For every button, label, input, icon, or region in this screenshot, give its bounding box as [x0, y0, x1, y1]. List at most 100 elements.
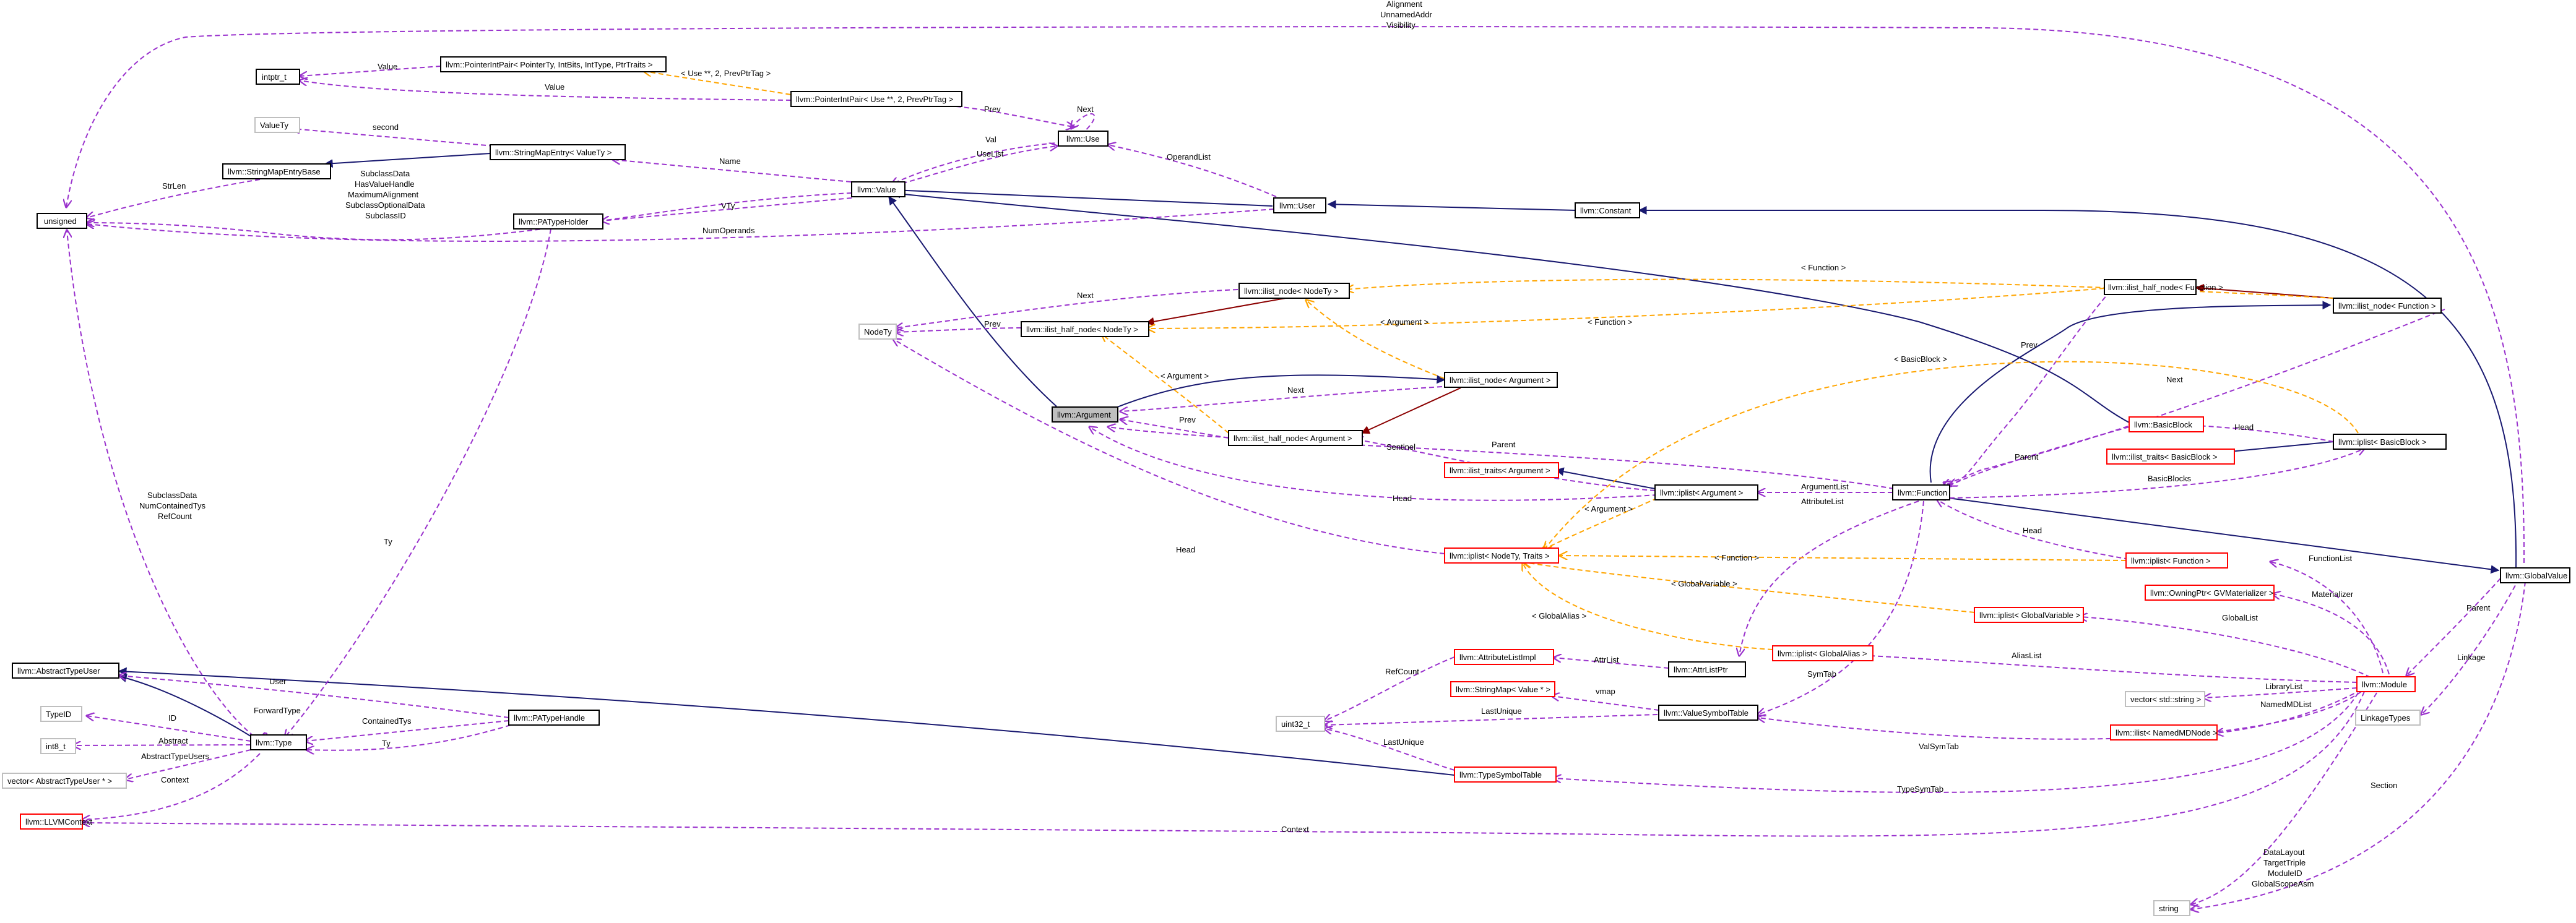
node-int8[interactable]: int8_t: [40, 738, 76, 754]
label-val: Val: [985, 135, 996, 144]
inherit-type-abstracttypeuser: [118, 674, 251, 737]
node-ilist-half-node-nodety[interactable]: llvm::ilist_half_node< NodeTy >: [1021, 321, 1149, 337]
node-pointerintpair-generic[interactable]: llvm::PointerIntPair< PointerTy, IntBits…: [440, 56, 667, 72]
label-head-nodety: Head: [1176, 545, 1195, 554]
label-next-use: Next: [1077, 105, 1094, 114]
node-iplist-globalvariable[interactable]: llvm::iplist< GlobalVariable >: [1974, 607, 2084, 623]
svg-text:LinkageTypes: LinkageTypes: [2361, 713, 2411, 723]
usage-parent-basicblock: [1950, 426, 2130, 486]
node-abstracttypeuser[interactable]: llvm::AbstractTypeUser: [12, 663, 119, 679]
label-numcontainedtys: NumContainedTys: [139, 501, 205, 510]
node-vector-abstracttypeuser[interactable]: vector< AbstractTypeUser * >: [2, 773, 127, 789]
label-prev-function: Prev: [2021, 340, 2038, 350]
usage-use-prev: [956, 106, 1074, 127]
svg-text:llvm::iplist< Function >: llvm::iplist< Function >: [2131, 556, 2211, 565]
usage-module-string: [2191, 692, 2377, 904]
node-llvmcontext[interactable]: llvm::LLVMContext: [20, 814, 93, 830]
node-ilist-half-node-function[interactable]: llvm::ilist_half_node< Function >: [2104, 279, 2223, 295]
node-intptr[interactable]: intptr_t: [256, 69, 300, 85]
svg-text:ValueTy: ValueTy: [260, 121, 289, 130]
node-iplist-function[interactable]: llvm::iplist< Function >: [2125, 552, 2228, 569]
node-ilist-traits-basicblock[interactable]: llvm::ilist_traits< BasicBlock >: [2106, 449, 2235, 465]
label-parent-argument: Parent: [1492, 440, 1516, 449]
node-ilist-traits-argument[interactable]: llvm::ilist_traits< Argument >: [1444, 462, 1559, 478]
inherit-function-ilist-node-function: [1929, 301, 2332, 483]
node-argument[interactable]: llvm::Argument: [1052, 406, 1118, 423]
label-globalvariable-tmpl: < GlobalVariable >: [1671, 579, 1737, 588]
usage-basicblocks: [1949, 449, 2364, 499]
node-typesymboltable[interactable]: llvm::TypeSymbolTable: [1454, 766, 1557, 783]
node-value[interactable]: llvm::Value: [851, 181, 905, 197]
node-iplist-argument[interactable]: llvm::iplist< Argument >: [1654, 484, 1758, 500]
label-basicblocks: BasicBlocks: [2148, 474, 2192, 483]
label-prev-nodety: Prev: [984, 319, 1001, 328]
node-ilist-node-function[interactable]: llvm::ilist_node< Function >: [2333, 298, 2442, 314]
usage-vty: [602, 197, 852, 221]
label-alignment: Alignment: [1386, 0, 1422, 9]
node-patypeholder[interactable]: llvm::PATypeHolder: [513, 213, 603, 230]
node-constant[interactable]: llvm::Constant: [1575, 202, 1640, 218]
label-uselist: UseList: [977, 149, 1004, 158]
node-function[interactable]: llvm::Function: [1892, 484, 1950, 500]
edge-labels-layer: Alignment UnnamedAddr Visibility Value V…: [139, 0, 2491, 888]
node-stringmapentrybase[interactable]: llvm::StringMapEntryBase: [222, 163, 331, 179]
svg-text:llvm::ilist< NamedMDNode >: llvm::ilist< NamedMDNode >: [2116, 728, 2218, 737]
label-moduleid: ModuleID: [2268, 869, 2302, 878]
node-linkagetypes[interactable]: LinkageTypes: [2355, 710, 2421, 726]
node-owningptr[interactable]: llvm::OwningPtr< GVMaterializer >: [2145, 585, 2275, 601]
svg-text:uint32_t: uint32_t: [1281, 719, 1310, 729]
node-patypehandle[interactable]: llvm::PATypeHandle: [508, 710, 600, 726]
node-type[interactable]: llvm::Type: [250, 734, 307, 750]
node-stringmap-value[interactable]: llvm::StringMap< Value * >: [1450, 681, 1555, 697]
node-iplist-basicblock[interactable]: llvm::iplist< BasicBlock >: [2333, 434, 2447, 450]
label-datalayout: DataLayout: [2263, 848, 2305, 857]
usage-head-nodety: [893, 339, 1445, 554]
svg-text:llvm::AbstractTypeUser: llvm::AbstractTypeUser: [17, 666, 100, 676]
svg-text:llvm::TypeSymbolTable: llvm::TypeSymbolTable: [1459, 770, 1542, 779]
usage-materializer: [2273, 594, 2390, 675]
label-head-argument: Head: [1393, 494, 1412, 503]
node-iplist-nodety-traits[interactable]: llvm::iplist< NodeTy, Traits >: [1444, 547, 1559, 564]
node-globalvalue[interactable]: llvm::GlobalValue: [2500, 567, 2570, 583]
node-ilist-half-node-argument[interactable]: llvm::ilist_half_node< Argument >: [1228, 430, 1363, 446]
inherit-ilistnode-function-half: [2195, 283, 2334, 299]
svg-text:llvm::iplist< NodeTy, Traits >: llvm::iplist< NodeTy, Traits >: [1450, 551, 1550, 560]
node-typeid[interactable]: TypeID: [40, 706, 82, 722]
node-stringmapentry[interactable]: llvm::StringMapEntry< ValueTy >: [490, 144, 626, 160]
svg-text:llvm::ilist_traits< BasicBlock: llvm::ilist_traits< BasicBlock >: [2112, 452, 2218, 462]
inherit-ilistnode-nodety-half: [1145, 298, 1286, 326]
node-iplist-globalalias[interactable]: llvm::iplist< GlobalAlias >: [1772, 645, 1874, 661]
usage-function-next: [1943, 309, 2445, 486]
nodes-layer: llvm::PointerIntPair< PointerTy, IntBits…: [2, 56, 2570, 916]
node-basicblock[interactable]: llvm::BasicBlock: [2129, 416, 2204, 432]
node-string[interactable]: string: [2153, 900, 2190, 916]
label-lastunique-tst: LastUnique: [1383, 737, 1424, 747]
node-valuesymboltable[interactable]: llvm::ValueSymbolTable: [1658, 705, 1758, 721]
node-use[interactable]: llvm::Use: [1058, 131, 1109, 147]
usage-prev-argument: [1120, 419, 1229, 439]
node-module[interactable]: llvm::Module: [2356, 676, 2416, 692]
tmpl-basicblock-iplist: [1544, 361, 2359, 549]
svg-text:llvm::iplist< BasicBlock >: llvm::iplist< BasicBlock >: [2338, 437, 2426, 447]
node-nodety[interactable]: NodeTy: [858, 324, 897, 340]
label-forwardtype: ForwardType: [254, 706, 301, 715]
svg-text:llvm::ilist_half_node< Functio: llvm::ilist_half_node< Function >: [2108, 283, 2223, 292]
node-valuety[interactable]: ValueTy: [254, 117, 300, 133]
node-unsigned[interactable]: unsigned: [37, 213, 87, 229]
node-attributelistimpl[interactable]: llvm::AttributeListImpl: [1454, 649, 1554, 665]
node-ilist-node-argument[interactable]: llvm::ilist_node< Argument >: [1444, 372, 1558, 388]
node-ilist-namedmdnode[interactable]: llvm::ilist< NamedMDNode >: [2110, 724, 2218, 741]
node-pointerintpair-use[interactable]: llvm::PointerIntPair< Use **, 2, PrevPtr…: [790, 91, 962, 107]
svg-text:llvm::StringMap< Value * >: llvm::StringMap< Value * >: [1456, 685, 1550, 694]
node-attrlistptr[interactable]: llvm::AttrListPtr: [1668, 661, 1746, 677]
label-attributelist: AttributeList: [1801, 497, 1844, 506]
label-symtab: SymTab: [1807, 669, 1836, 679]
node-user[interactable]: llvm::User: [1273, 197, 1326, 213]
tmpl-function-halfnode: [1148, 288, 2105, 328]
svg-text:llvm::PATypeHolder: llvm::PATypeHolder: [519, 217, 589, 226]
label-context-module: Context: [1281, 825, 1309, 834]
node-ilist-node-nodety[interactable]: llvm::ilist_node< NodeTy >: [1238, 283, 1350, 299]
inherit-constant-user: [1327, 200, 1576, 211]
node-vector-string[interactable]: vector< std::string >: [2125, 691, 2205, 707]
node-uint32[interactable]: uint32_t: [1276, 716, 1325, 732]
